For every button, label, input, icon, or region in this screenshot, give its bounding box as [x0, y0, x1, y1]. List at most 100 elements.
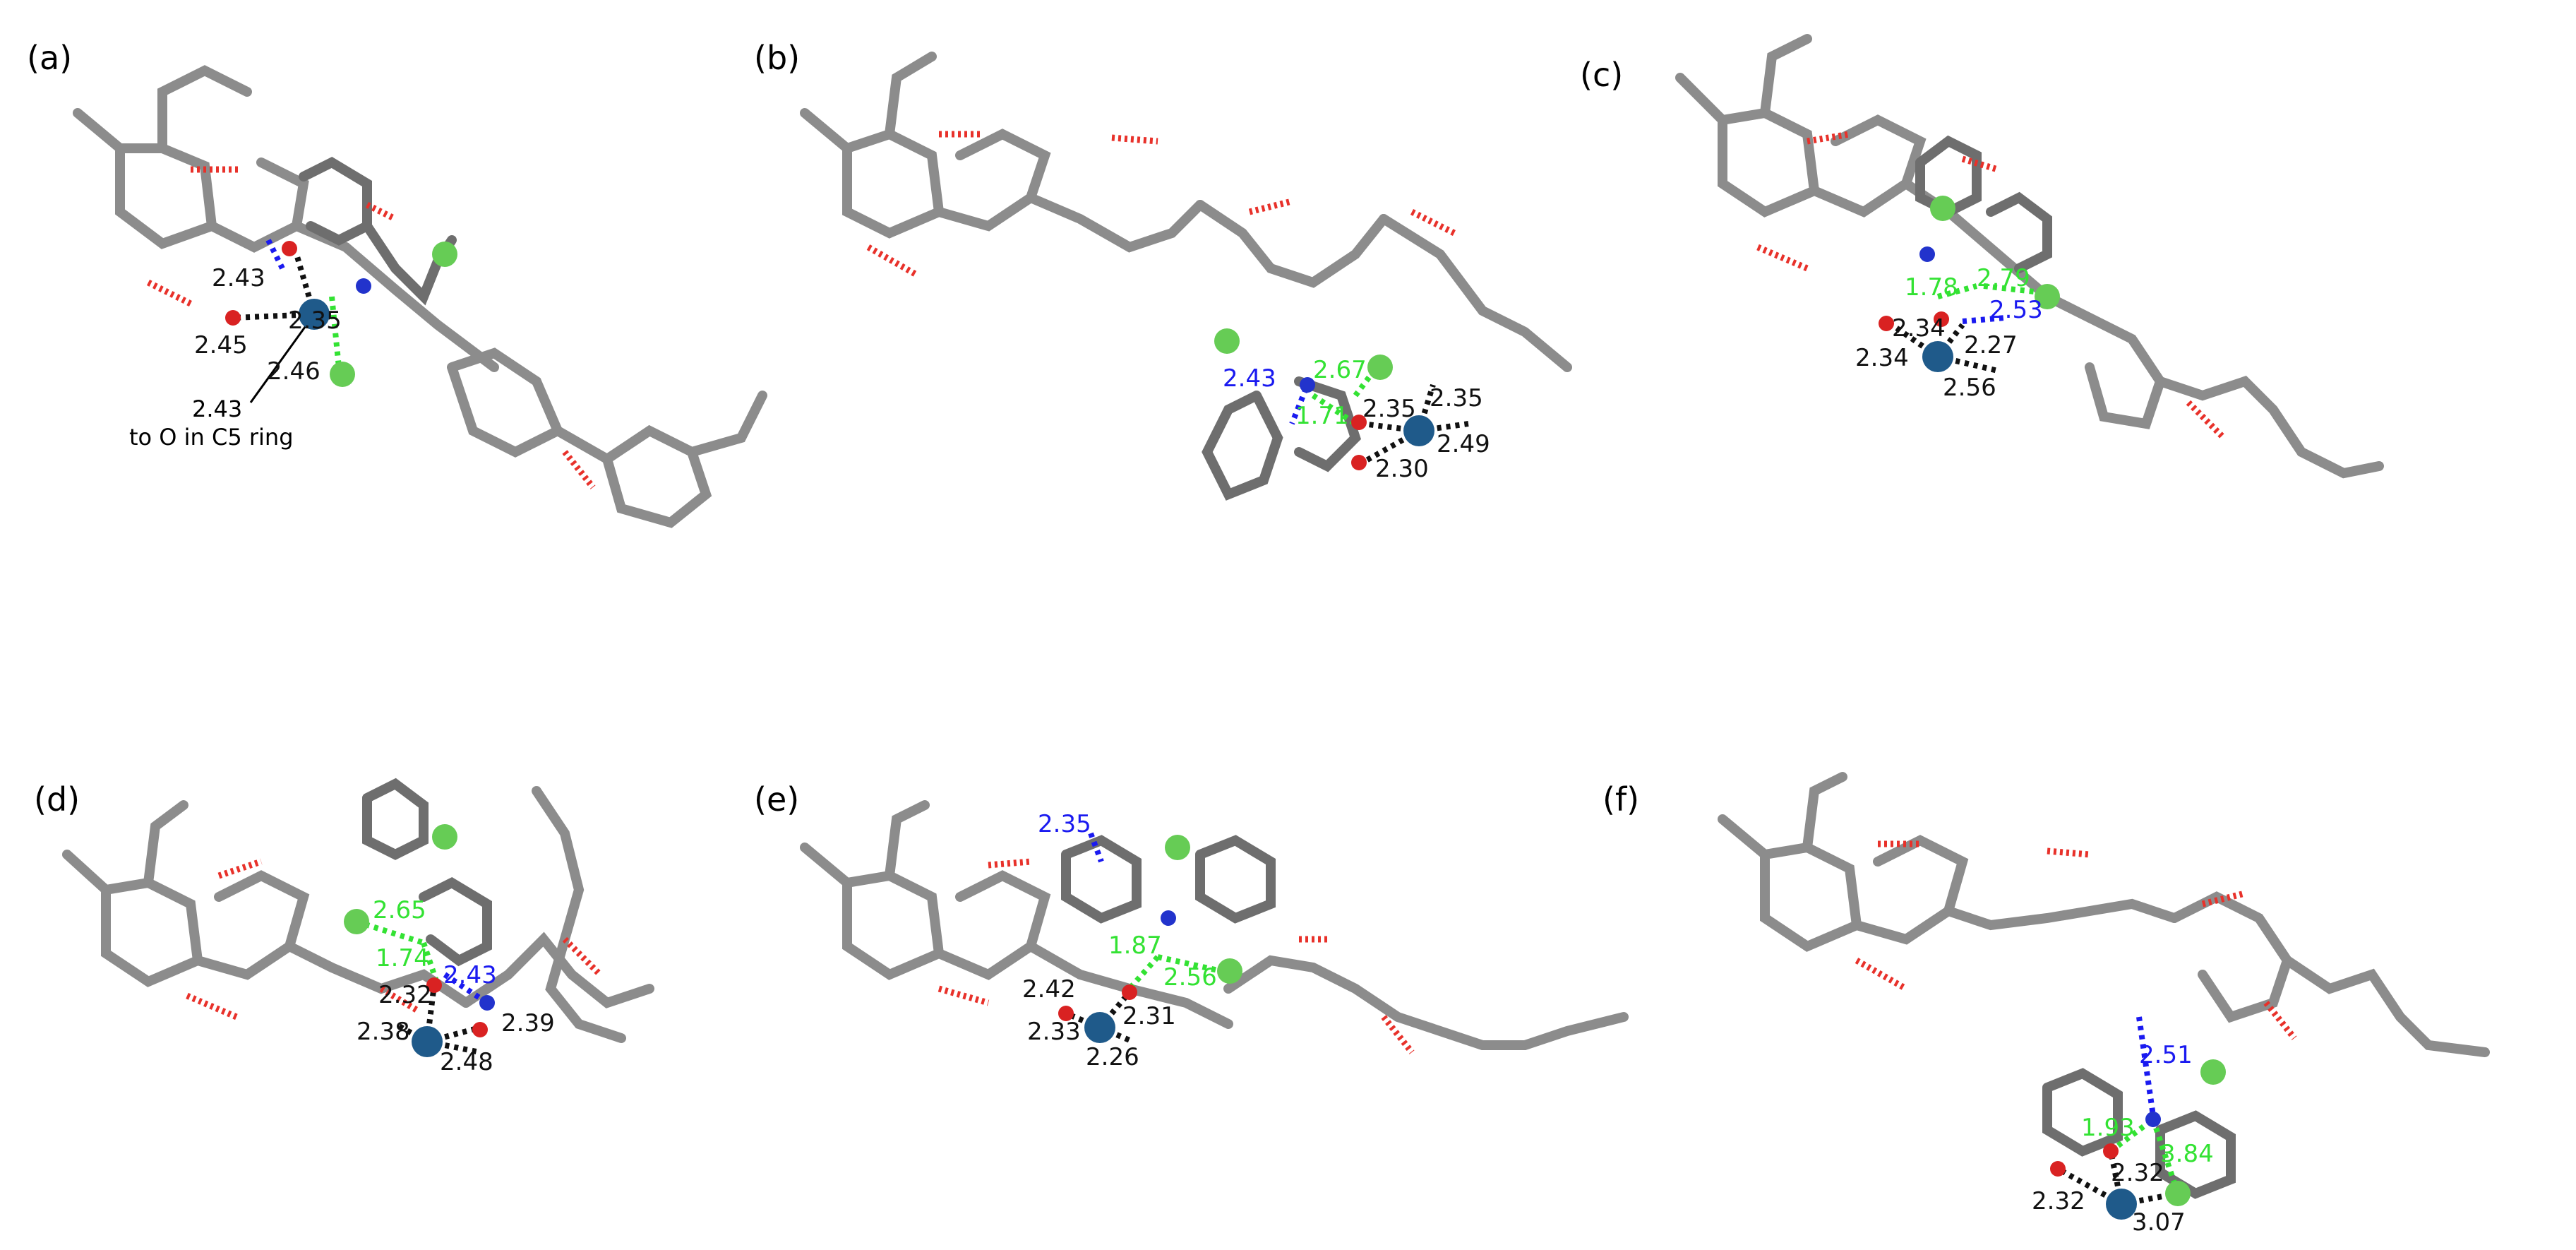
- distance-line: [2150, 1118, 2181, 1195]
- ligand-ring: [2155, 1110, 2236, 1199]
- backbone: [292, 221, 499, 372]
- distance-label: 2.48: [440, 1048, 493, 1076]
- sugar-ring: [1852, 835, 1969, 945]
- distance-line: [1962, 315, 2006, 324]
- oxygen-atom: [1351, 415, 1367, 430]
- distance-label: 2.43: [443, 961, 497, 989]
- nitrogen-atom: [2145, 1112, 2161, 1127]
- ligand-ring: [1061, 835, 1142, 924]
- distance-line: [394, 1021, 429, 1044]
- distance-label: 2.27: [1964, 331, 2018, 359]
- metal-ion: [1403, 415, 1434, 446]
- chlorine-atom: [1367, 355, 1393, 380]
- panel-c: (c) 1.78 2.79: [1580, 34, 2384, 479]
- backbone: [2282, 956, 2490, 1057]
- distance-label: 2.42: [1022, 975, 1076, 1004]
- distance-line: [1983, 283, 2048, 296]
- hydrogen-bond: [1248, 198, 1293, 215]
- sugar-ring: [800, 108, 945, 239]
- distance-label: 1.74: [376, 944, 429, 972]
- distance-label: 2.32: [2032, 1187, 2085, 1215]
- pointer-line: [249, 314, 316, 403]
- distance-line: [1289, 387, 1309, 425]
- distance-line: [1157, 954, 1222, 974]
- distance-line: [2136, 1016, 2156, 1117]
- hydrogen-bond: [988, 858, 1031, 869]
- side-chain: [1760, 34, 1812, 118]
- chlorine-atom: [432, 824, 457, 850]
- side-chain: [157, 65, 252, 153]
- distance-label: 1.87: [1108, 931, 1162, 960]
- oxygen-atom: [1879, 316, 1894, 331]
- oxygen-atom: [1122, 984, 1137, 1000]
- distance-label: 1.78: [1905, 273, 1958, 302]
- hydrogen-bond: [1855, 958, 1908, 992]
- distance-line: [1127, 955, 1160, 991]
- oxygen-atom: [472, 1022, 488, 1037]
- backbone: [1223, 955, 1629, 1050]
- panel-d: (d) 2.65: [34, 778, 654, 1076]
- hydrogen-bond: [1756, 244, 1809, 272]
- hydrogen-bond: [379, 986, 419, 1013]
- metal-ion: [1084, 1012, 1115, 1043]
- chlorine-atom: [330, 362, 355, 387]
- annotation-text: to O in C5 ring: [129, 424, 294, 451]
- hydrogen-bond: [1807, 131, 1850, 145]
- panel-e: (e) 2.35 1.87 2.5: [754, 780, 1629, 1071]
- ligand-ring: [1986, 191, 2052, 273]
- hydrogen-bond: [365, 201, 397, 222]
- sugar-ring: [1675, 73, 1820, 218]
- nitrogen-atom: [356, 278, 371, 294]
- distance-line: [1416, 383, 1436, 432]
- distance-label: 2.32: [378, 981, 432, 1009]
- hydrogen-bond: [937, 985, 990, 1006]
- ligand-ring: [1915, 135, 1982, 218]
- oxygen-atom: [2050, 1161, 2066, 1177]
- oxygen-atom: [2103, 1143, 2119, 1159]
- panel-label-a: (a): [27, 39, 72, 77]
- sugar-ring: [2085, 313, 2166, 429]
- ligand-ring: [299, 157, 372, 246]
- nitrogen-atom: [1300, 377, 1315, 393]
- distance-label: 2.33: [1027, 1018, 1081, 1046]
- metal-ion: [412, 1026, 443, 1057]
- panel-label-e: (e): [754, 780, 799, 819]
- distance-label: 2.51: [2139, 1041, 2193, 1069]
- chlorine-atom: [344, 909, 369, 934]
- distance-label: 2.34: [1855, 344, 1909, 372]
- distance-label: 2.35: [1362, 395, 1416, 423]
- ligand-ring: [362, 778, 429, 860]
- hydrogen-bond: [1111, 134, 1158, 145]
- sugar-ring: [800, 843, 945, 980]
- sugar-ring: [73, 108, 217, 249]
- distance-label: 2.30: [1375, 455, 1429, 483]
- distance-label: 2.45: [194, 331, 248, 359]
- panel-label-f: (f): [1602, 780, 1639, 819]
- ligand-ring: [419, 877, 492, 967]
- oxygen-atom: [1351, 455, 1367, 470]
- hydrogen-bond: [2201, 890, 2246, 907]
- metal-ion: [2106, 1189, 2137, 1220]
- hydrogen-bond: [1381, 1015, 1415, 1054]
- sugar-ring: [1718, 814, 1862, 952]
- distance-label: 2.49: [1437, 430, 1490, 458]
- molecule-a: [73, 65, 767, 528]
- distance-label: 2.79: [1977, 264, 2030, 292]
- hydrogen-bond: [186, 992, 238, 1020]
- distance-label: 1.93: [2081, 1114, 2135, 1142]
- side-chain: [885, 52, 937, 139]
- nitrogen-atom: [1161, 910, 1176, 926]
- distance-label: 2.38: [357, 1018, 410, 1046]
- distance-label: 2.65: [373, 896, 426, 924]
- panel-a: (a) 2.43 2.35: [27, 39, 767, 528]
- distance-label: 2.53: [1989, 296, 2043, 324]
- panel-b: (b): [754, 39, 1572, 501]
- oxygen-atom: [1058, 1006, 1074, 1021]
- panel-label-d: (d): [34, 780, 80, 819]
- sugar-ring: [62, 850, 203, 987]
- chlorine-atom: [1214, 328, 1240, 354]
- backbone: [2155, 375, 2384, 479]
- panel-label-c: (c): [1580, 56, 1623, 94]
- distance-line: [1098, 1025, 1134, 1044]
- distance-label: 2.34: [1892, 314, 1946, 343]
